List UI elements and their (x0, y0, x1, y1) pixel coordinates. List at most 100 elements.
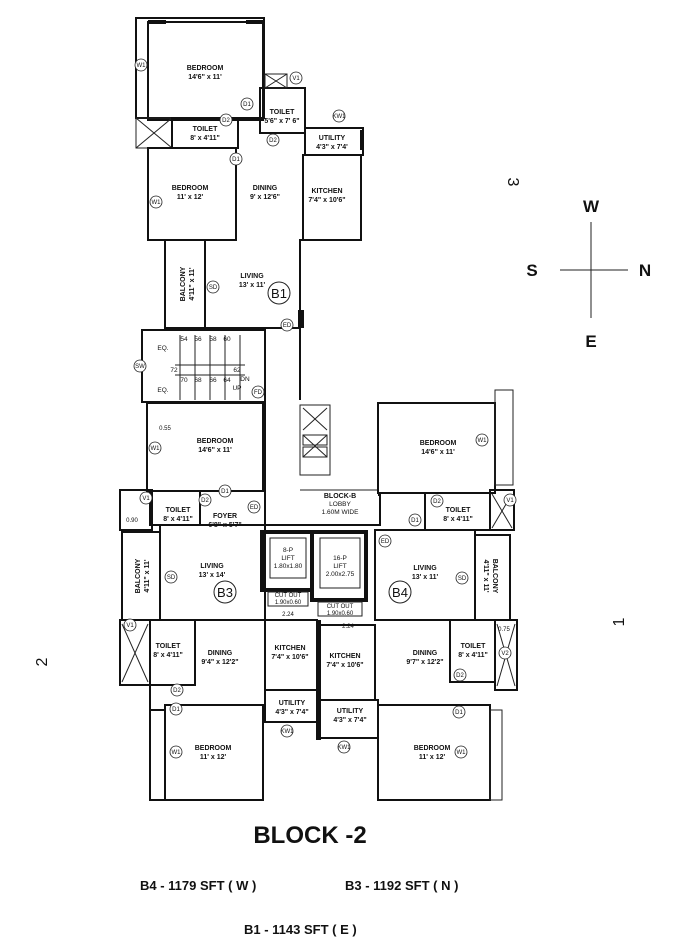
side-number-1: 1 (611, 617, 628, 626)
opening-tag: D1 (221, 489, 229, 495)
svg-text:B1: B1 (271, 286, 287, 301)
room-bedroom: BEDROOM 14'6" x 11' (420, 440, 457, 456)
svg-text:66: 66 (209, 377, 217, 384)
opening-tag: D2 (222, 118, 230, 124)
room-toilet: TOILET 8' x 4'11" (153, 643, 183, 659)
tag-circle (454, 745, 468, 759)
svg-text:0.55: 0.55 (159, 426, 171, 432)
room-name: UTILITY (279, 700, 306, 707)
room-name: BEDROOM (414, 745, 451, 752)
room-name: KITCHEN (311, 188, 342, 195)
opening-tag: V1 (506, 498, 514, 504)
room-size: 14'6" x 11' (188, 74, 222, 81)
area-b3: B3 - 1192 SFT ( N ) (345, 878, 459, 893)
room-name: TOILET (166, 507, 191, 514)
room-size: 9' x 12'6" (250, 194, 280, 201)
opening-tag: KW1 (332, 114, 346, 120)
room-name: KITCHEN (329, 653, 360, 660)
tag-circle (169, 702, 183, 716)
opening-tag: W1 (172, 750, 182, 756)
tag-circle (337, 740, 351, 754)
room-name: BALCONY (180, 266, 187, 301)
opening-tag: D2 (201, 498, 209, 504)
tag-circle (206, 280, 220, 294)
svg-text:UP: UP (232, 385, 241, 392)
room-size: 4'3" x 7'4" (275, 709, 308, 716)
svg-text:B4: B4 (392, 585, 408, 600)
room-name: FOYER (213, 513, 237, 520)
svg-text:72: 72 (170, 367, 178, 374)
svg-text:LOBBY: LOBBY (329, 501, 351, 508)
room-name: LIVING (240, 273, 264, 280)
room-name: BEDROOM (187, 65, 224, 72)
room-size: 4'11" x 11' (482, 559, 489, 592)
tag-circle (149, 195, 163, 209)
room-size: 8' x 4'11" (190, 135, 220, 142)
room-size: 14'6" x 11' (421, 449, 455, 456)
tag-circle (219, 113, 233, 127)
opening-tag: KW1 (280, 729, 294, 735)
room-name: DINING (253, 185, 278, 192)
room-name: TOILET (446, 507, 471, 514)
unit-markers: B1 B3 B4 (213, 281, 412, 604)
room-size: 8' x 4'11" (153, 652, 183, 659)
svg-text:60: 60 (223, 336, 231, 343)
opening-tag: W1 (478, 438, 488, 444)
svg-text:62: 62 (233, 367, 241, 374)
tag-circle (123, 618, 137, 632)
room-size: 9'7" x 12'2" (406, 659, 443, 666)
room-name: BALCONY (135, 558, 142, 593)
tag-circle (455, 571, 469, 585)
room-name: UTILITY (319, 135, 346, 142)
plan-title: BLOCK -2 (253, 822, 367, 849)
room-size: 13' x 14' (199, 572, 226, 579)
svg-text:1.80x1.80: 1.80x1.80 (274, 563, 303, 570)
compass: W S N E (526, 197, 651, 351)
opening-tag: V1 (292, 76, 300, 82)
room-name: BEDROOM (195, 745, 232, 752)
room-name: BEDROOM (420, 440, 457, 447)
tag-circle (498, 646, 512, 660)
opening-tag: D2 (456, 673, 464, 679)
tag-circle (430, 494, 444, 508)
tag-circle (266, 133, 280, 147)
tag-circle (251, 385, 265, 399)
core-labels: BLOCK-B LOBBY 1.60M WIDE 8-P LIFT 1.80x1… (126, 426, 510, 633)
side-number-2: 2 (34, 657, 51, 666)
opening-tag: W1 (151, 446, 161, 452)
opening-tag: D1 (411, 518, 419, 524)
room-name: DINING (413, 650, 438, 657)
svg-text:2.00x2.75: 2.00x2.75 (326, 571, 355, 578)
room-size: 7'4" x 10'6" (326, 662, 363, 669)
opening-tag: D1 (243, 102, 251, 108)
opening-tag: V1 (142, 496, 150, 502)
room-name: UTILITY (337, 708, 364, 715)
room-dining: DINING 9'7" x 12'2" (406, 650, 443, 666)
svg-text:B3: B3 (217, 585, 233, 600)
opening-tag: KW1 (337, 745, 351, 751)
svg-text:1.90x0.60: 1.90x0.60 (275, 600, 302, 606)
tag-circle (169, 745, 183, 759)
room-utility: UTILITY 4'3" x 7'4" (275, 700, 308, 716)
svg-text:EQ.: EQ. (157, 345, 168, 352)
room-size: 8' x 4'11" (443, 516, 473, 523)
svg-text:EQ.: EQ. (157, 387, 168, 394)
room-name: TOILET (461, 643, 486, 650)
room-size: 4'3" x 7'4" (333, 717, 366, 724)
svg-text:68: 68 (194, 377, 202, 384)
svg-text:58: 58 (209, 336, 217, 343)
opening-tag: SD (209, 285, 218, 291)
room-name: TOILET (156, 643, 181, 650)
svg-text:LIFT: LIFT (333, 563, 346, 570)
svg-text:2.24: 2.24 (282, 612, 294, 618)
room-dining: DINING 9' x 12'6" (250, 185, 280, 201)
svg-text:16-P: 16-P (333, 555, 347, 562)
